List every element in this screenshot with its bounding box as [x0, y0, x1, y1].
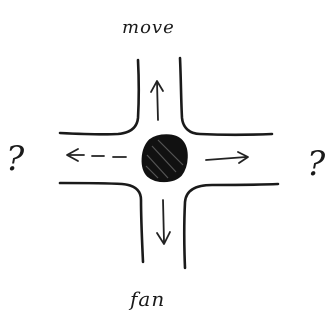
road-edge-lower-left [58, 181, 145, 264]
arrow-up-icon [150, 80, 164, 121]
arrow-right-icon [205, 151, 249, 164]
right-question-mark: ? [307, 144, 326, 184]
road-edge-upper-left [58, 58, 141, 136]
arrow-left-icon [66, 148, 127, 162]
road-edge-lower-right [182, 182, 280, 270]
black-blob-icon [141, 134, 188, 183]
label-move: move [122, 17, 175, 38]
label-fan: fan [128, 287, 165, 311]
road-edge-upper-right [178, 56, 274, 137]
arrow-down-icon [156, 199, 171, 245]
left-question-mark: ? [6, 139, 25, 179]
